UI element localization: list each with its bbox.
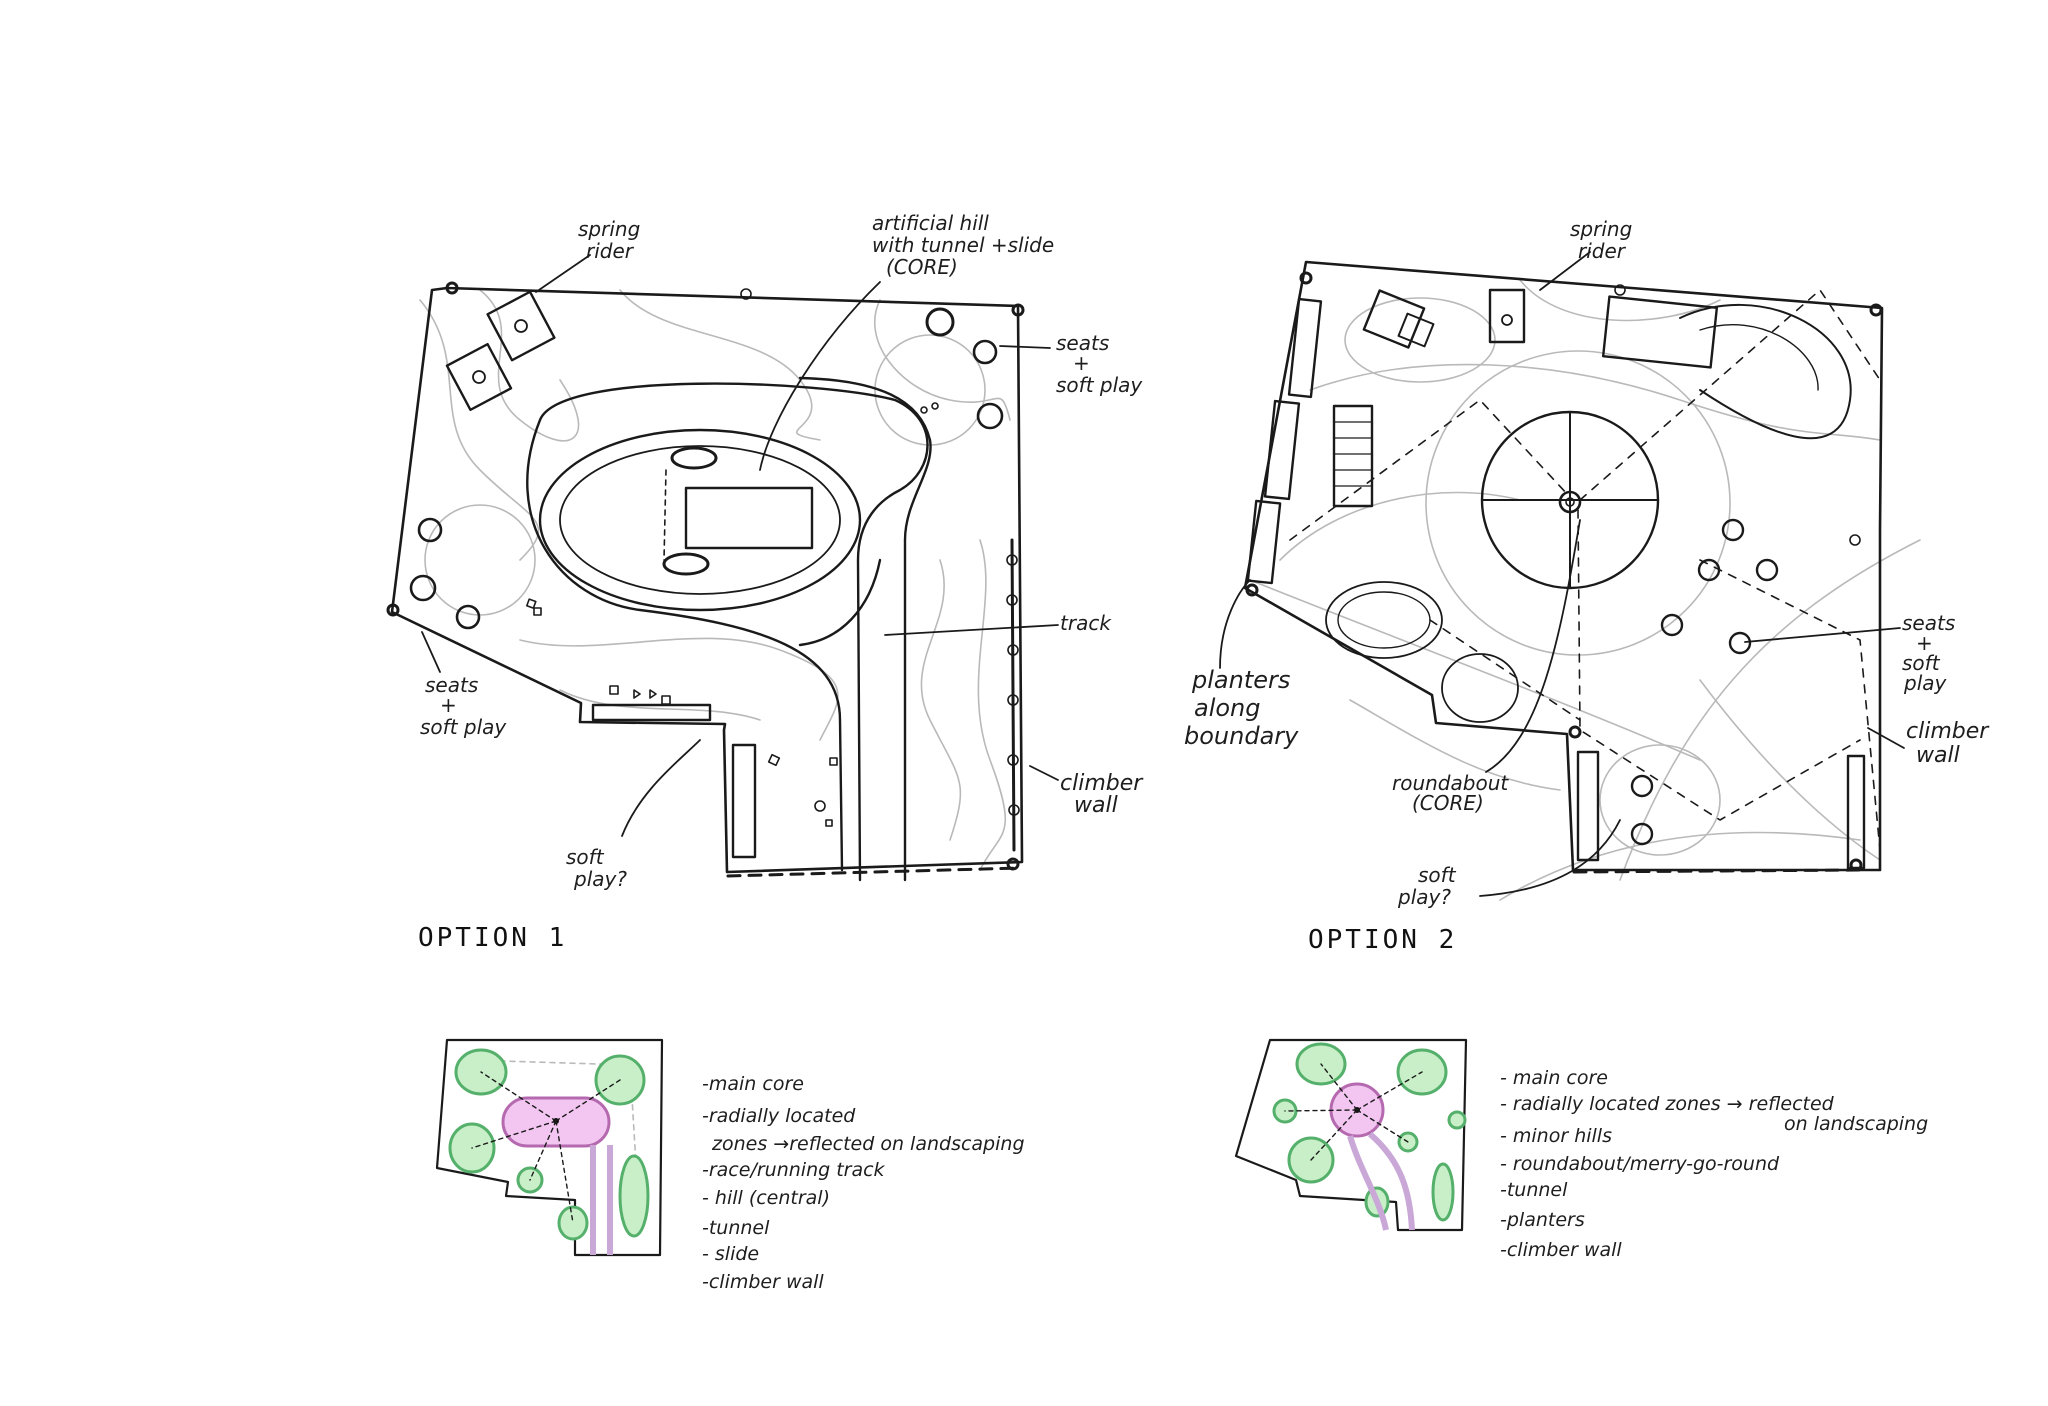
option1-plan: spring rider artificial hill with tunnel… xyxy=(386,211,1149,953)
option2-label-soft-play: soft play? xyxy=(1397,863,1462,909)
option1-contours xyxy=(419,289,1011,871)
option2-title: OPTION 2 xyxy=(1308,925,1457,955)
option1-concept-diagram: -main core -radially located zones →refl… xyxy=(435,1038,1031,1293)
option1-slide xyxy=(684,486,814,550)
option2-posts xyxy=(1245,271,1883,872)
option1-spring-riders xyxy=(445,290,556,412)
zone-1e xyxy=(557,1205,589,1241)
option1-bench xyxy=(591,703,712,722)
option1-concept-list: -main core -radially located zones →refl… xyxy=(702,1073,1031,1293)
zone-1f xyxy=(618,1154,650,1238)
option2-planters xyxy=(1246,297,1866,870)
option1-title: OPTION 1 xyxy=(418,923,567,953)
option2-label-roundabout: roundabout (CORE) xyxy=(1392,771,1515,815)
option2-dashed-paths xyxy=(1289,289,1881,851)
option2-pencil-guides xyxy=(1249,279,1921,901)
zone-2h xyxy=(1431,1162,1455,1222)
option1-label-soft-play: soft play? xyxy=(566,845,627,891)
option2-label-planters: planters along boundary xyxy=(1184,666,1299,750)
option1-label-spring: spring rider xyxy=(578,217,647,263)
zone-2f xyxy=(1447,1110,1467,1130)
option2-concept-list: - main core - radially located zones → r… xyxy=(1500,1067,1934,1261)
option2-concept-diagram: - main core - radially located zones → r… xyxy=(1234,1038,1934,1261)
option1-hill-outer xyxy=(538,428,862,612)
option1-label-climber: climber wall xyxy=(1060,771,1149,818)
option1-label-hill: artificial hill with tunnel +slide (CORE… xyxy=(872,211,1061,279)
option2-leaders xyxy=(1219,251,1905,897)
option1-posts xyxy=(386,281,1025,871)
option2-label-spring: spring rider xyxy=(1570,217,1639,263)
option1-soft-play-items xyxy=(526,598,838,827)
option2-seats xyxy=(1614,284,1861,846)
option1-climber-wall xyxy=(1006,538,1020,852)
option1-tunnel-exit xyxy=(662,552,710,576)
option1-track xyxy=(526,376,932,882)
option1-label-seats-right: seats + soft play xyxy=(1056,331,1143,397)
option2-equipment xyxy=(1325,288,1852,723)
option1-tunnel-entry xyxy=(670,446,718,470)
option2-label-climber: climber wall xyxy=(1906,719,1995,768)
option1-leaders xyxy=(421,254,1059,837)
option1-seats xyxy=(409,288,1004,630)
option2-boundary xyxy=(1243,260,1884,872)
option1-label-seats-left: seats + soft play xyxy=(420,673,507,739)
option1-bench-vertical xyxy=(731,743,757,859)
option1-label-track: track xyxy=(1060,611,1112,635)
option2-label-seats: seats + soft play xyxy=(1902,611,1962,695)
option1-boundary xyxy=(390,286,1024,874)
option2-roundabout xyxy=(1480,410,1660,590)
option2-plan: spring rider seats + soft play climber w… xyxy=(1184,217,1995,955)
